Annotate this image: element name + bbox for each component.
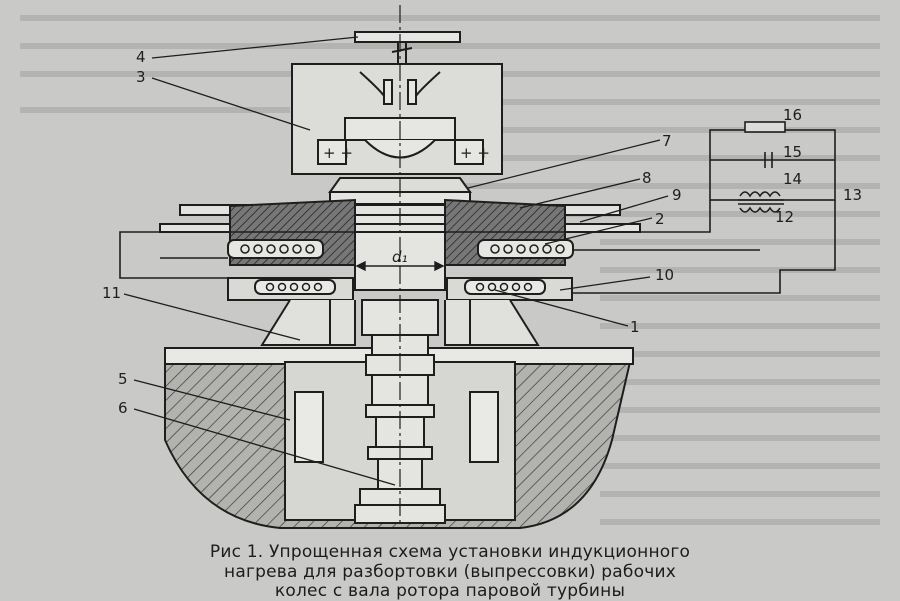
svg-text:+ +: + + bbox=[323, 144, 353, 162]
callout-15: 15 bbox=[783, 143, 802, 161]
leader-lines bbox=[123, 36, 669, 486]
callout-12: 12 bbox=[775, 208, 794, 226]
support-stand bbox=[260, 299, 540, 346]
svg-text:+ +: + + bbox=[460, 144, 490, 162]
callout-2: 2 bbox=[655, 210, 665, 228]
callout-11: 11 bbox=[102, 284, 121, 302]
callout-8: 8 bbox=[642, 169, 652, 187]
callout-3: 3 bbox=[136, 68, 146, 86]
callout-13: 13 bbox=[843, 186, 862, 204]
callout-14: 14 bbox=[783, 170, 802, 188]
callout-4: 4 bbox=[136, 48, 146, 66]
callout-16: 16 bbox=[783, 106, 802, 124]
callout-6: 6 bbox=[118, 399, 128, 417]
dimension-label: d₁ bbox=[392, 248, 408, 266]
caption-line-3: колес с вала ротора паровой турбины bbox=[274, 581, 626, 601]
callout-5: 5 bbox=[118, 370, 128, 388]
background-text-lines bbox=[20, 15, 880, 525]
callout-labels: 4 3 7 8 9 2 10 1 11 5 6 16 15 14 13 12 d… bbox=[102, 48, 862, 417]
power-circuit bbox=[119, 121, 836, 294]
caption-line-1: Рис 1. Упрощенная схема установки индукц… bbox=[209, 542, 691, 562]
callout-10: 10 bbox=[655, 266, 674, 284]
inductor-coil-upper bbox=[227, 239, 574, 259]
callout-9: 9 bbox=[672, 186, 682, 204]
callout-1: 1 bbox=[630, 318, 640, 336]
caption-line-2: нагрева для разбортовки (выпрессовки) ра… bbox=[224, 562, 676, 582]
puller-frame: + + + + bbox=[291, 63, 503, 175]
callout-7: 7 bbox=[662, 132, 672, 150]
